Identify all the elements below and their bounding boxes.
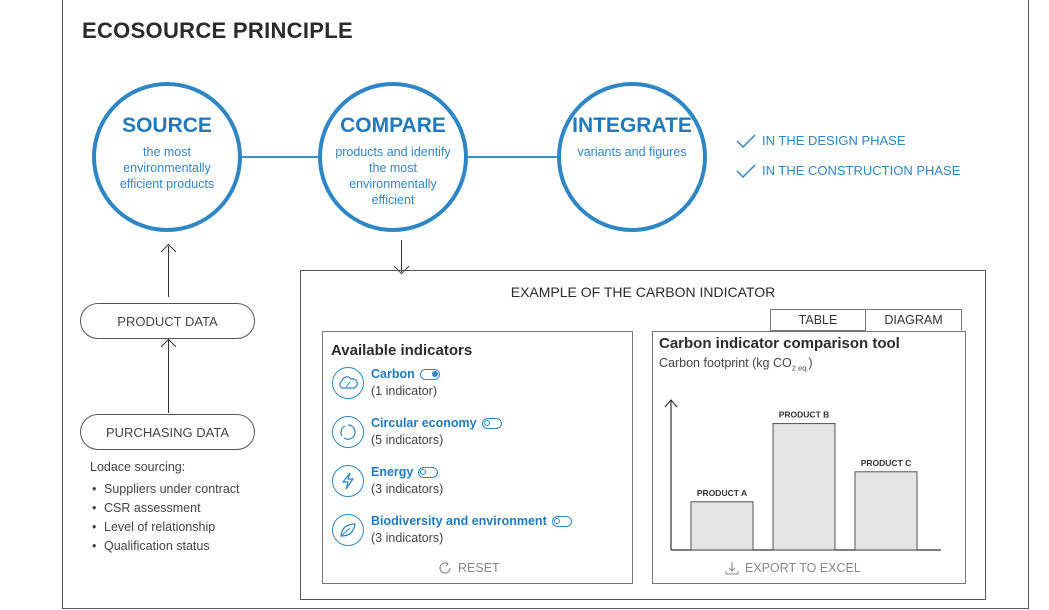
leaf-icon <box>332 514 364 546</box>
indicator-name: Biodiversity and environment <box>371 514 547 528</box>
check-icon <box>736 133 756 148</box>
purchasing-data-box: PURCHASING DATA <box>80 414 255 450</box>
step-integrate-title: INTEGRATE <box>572 114 692 137</box>
indicator-count: (5 indicators) <box>371 433 444 447</box>
bar-label: PRODUCT B <box>779 410 830 420</box>
indicator-name: Carbon <box>371 367 415 381</box>
indicator-name: Circular economy <box>371 416 477 430</box>
step-compare-title: COMPARE <box>340 114 446 137</box>
phase-construction: IN THE CONSTRUCTION PHASE <box>736 163 960 178</box>
biodiversity-toggle[interactable] <box>551 515 572 527</box>
step-compare-description: products and identify the most environme… <box>335 145 451 207</box>
outer-frame <box>62 0 1029 609</box>
download-icon <box>725 562 739 575</box>
bar-chart: PRODUCT A PRODUCT B PRODUCT C <box>664 399 941 551</box>
y-axis-arrow-icon <box>664 399 678 408</box>
reset-button[interactable]: RESET <box>438 561 500 575</box>
energy-toggle[interactable] <box>418 466 439 478</box>
indicator-count: (3 indicators) <box>371 531 444 545</box>
indicators-title: Available indicators <box>331 342 473 359</box>
sourcing-list: Lodace sourcing: Suppliers under contrac… <box>90 460 240 558</box>
product-data-box: PRODUCT DATA <box>80 303 255 339</box>
check-icon <box>736 163 756 178</box>
indicator-count: (1 indicator) <box>371 384 437 398</box>
recycle-icon <box>332 416 364 448</box>
indicator-name: Energy <box>371 465 414 479</box>
example-box: EXAMPLE OF THE CARBON INDICATOR Availabl… <box>300 270 986 600</box>
phase-construction-label: IN THE CONSTRUCTION PHASE <box>762 163 961 178</box>
refresh-icon <box>439 561 451 574</box>
bar-label: PRODUCT C <box>861 458 912 468</box>
phase-design-label: IN THE DESIGN PHASE <box>762 133 906 148</box>
step-source: SOURCE the most environmentally efficien… <box>92 82 242 232</box>
indicator-biodiversity[interactable]: Biodiversity and environment (3 indicato… <box>332 514 572 546</box>
indicator-count: (3 indicators) <box>371 482 444 496</box>
reset-label: RESET <box>458 561 500 575</box>
list-item: Qualification status <box>92 539 240 553</box>
page-title: ECOSOURCE PRINCIPLE <box>82 18 353 43</box>
list-item: CSR assessment <box>92 501 240 515</box>
lightning-icon <box>332 465 364 497</box>
export-button[interactable]: EXPORT TO EXCEL <box>725 561 861 575</box>
view-tabs: TABLE DIAGRAM <box>770 309 962 331</box>
product-to-source-line <box>168 246 169 297</box>
step-integrate-description: variants and figures <box>577 145 687 159</box>
circular-economy-toggle[interactable] <box>481 417 502 429</box>
carbon-toggle[interactable] <box>419 368 440 380</box>
bar-product-a <box>690 501 754 551</box>
indicator-circular-economy[interactable]: Circular economy (5 indicators) <box>332 416 502 448</box>
phase-design: IN THE DESIGN PHASE <box>736 133 906 148</box>
step-compare: COMPARE products and identify the most e… <box>318 82 468 232</box>
tool-title: Carbon indicator comparison tool <box>659 335 900 352</box>
tab-diagram[interactable]: DIAGRAM <box>866 309 962 331</box>
cloud-icon <box>332 367 364 399</box>
tool-subtitle: Carbon footprint (kg CO2 eq.) <box>659 356 813 373</box>
indicator-energy[interactable]: Energy (3 indicators) <box>332 465 443 497</box>
bar-product-b <box>772 423 836 551</box>
indicator-carbon[interactable]: Carbon (1 indicator) <box>332 367 440 399</box>
sourcing-heading: Lodace sourcing: <box>90 460 186 474</box>
step-integrate: INTEGRATE variants and figures <box>557 82 707 232</box>
bar-label: PRODUCT A <box>697 488 747 498</box>
indicators-panel: Available indicators Carbon (1 indicator… <box>322 331 633 584</box>
step-source-description: the most environmentally efficient produ… <box>119 145 215 191</box>
purchasing-to-product-line <box>168 340 169 413</box>
list-item: Level of relationship <box>92 520 240 534</box>
step-source-title: SOURCE <box>122 114 212 137</box>
compare-to-example-line <box>401 240 402 272</box>
export-label: EXPORT TO EXCEL <box>745 561 861 575</box>
tab-table[interactable]: TABLE <box>770 309 866 331</box>
list-item: Suppliers under contract <box>92 482 239 496</box>
comparison-tool-panel: Carbon indicator comparison tool Carbon … <box>652 331 966 584</box>
bar-product-c <box>854 471 918 551</box>
example-title: EXAMPLE OF THE CARBON INDICATOR <box>510 284 776 300</box>
